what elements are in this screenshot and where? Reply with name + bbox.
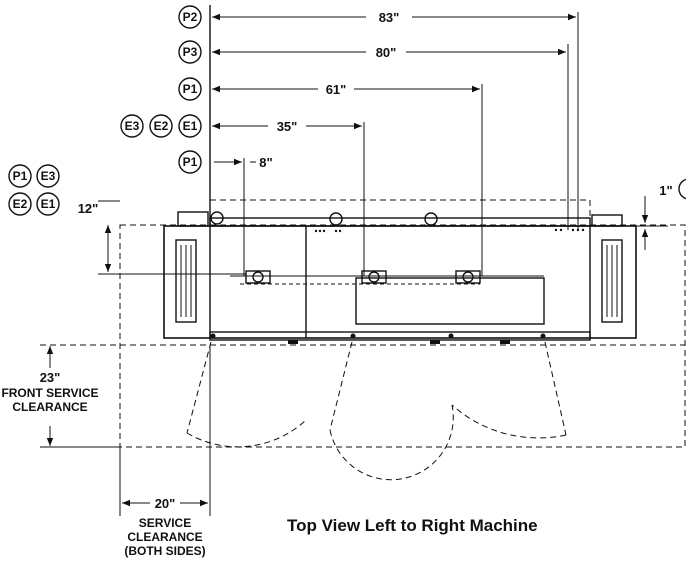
dim-label-12: 12" [78,201,99,216]
dim-p3-80: 80" [212,45,566,60]
tag-p2-row1: P2 [178,5,202,29]
svg-text:E2: E2 [154,119,169,133]
dim-left-12: 12" [78,200,246,275]
dim-front-23: 23" FRONT SERVICE CLEARANCE [1,346,120,448]
svg-text:P1: P1 [13,169,28,183]
tag-e1-left-group: E1 [36,192,60,216]
tag-e3-left-group: E3 [36,164,60,188]
dim-right-1: 1" [636,178,686,250]
tag-e2-row4: E2 [149,114,173,138]
tag-e1-row4: E1 [178,114,202,138]
connection-fittings [245,270,481,284]
dim-label-83: 83" [379,10,400,25]
tag-e3-row4: E3 [120,114,144,138]
tag-p3-row2: P3 [178,40,202,64]
side-service-label-2: CLEARANCE [127,530,202,544]
dim-label-23: 23" [40,370,61,385]
svg-text:P2: P2 [183,10,198,24]
svg-text:E1: E1 [183,119,198,133]
svg-text:E3: E3 [41,169,56,183]
dim-side-20: 20" SERVICE CLEARANCE (BOTH SIDES) [119,345,211,558]
tag-p1-row3: P1 [178,77,202,101]
dim-p2-83: 83" [212,10,576,25]
svg-text:P1: P1 [183,82,198,96]
service-clearance-envelope [40,199,686,448]
dim-p1-8: 8" [214,155,273,170]
svg-text:P3: P3 [183,45,198,59]
front-service-label-1: FRONT SERVICE [1,386,98,400]
side-service-label-1: SERVICE [139,516,191,530]
front-service-label-2: CLEARANCE [12,400,87,414]
tag-e2-left-group: E2 [8,192,32,216]
dimension-reference-lines [209,5,579,276]
door-swings [186,341,567,481]
machine-outline [163,211,637,344]
dim-label-1: 1" [659,183,672,198]
dim-p1-61: 61" [212,82,480,97]
side-service-label-3: (BOTH SIDES) [124,544,205,558]
dim-label-20: 20" [155,496,176,511]
svg-text:E1: E1 [41,197,56,211]
connection-tags: P2 P3 P1 E3 E2 E1 P1 P1 [8,5,202,216]
tag-p1-row5: P1 [178,150,202,174]
dim-e-35: 35" [212,119,362,134]
dim-label-61: 61" [326,82,347,97]
svg-text:E2: E2 [13,197,28,211]
tag-circle-cutoff [678,178,686,200]
dim-label-35: 35" [277,119,298,134]
dim-label-8: 8" [259,155,272,170]
dim-label-80: 80" [376,45,397,60]
svg-text:P1: P1 [183,155,198,169]
tag-p1-left-group: P1 [8,164,32,188]
svg-text:E3: E3 [125,119,140,133]
drawing-title: Top View Left to Right Machine [287,516,538,535]
